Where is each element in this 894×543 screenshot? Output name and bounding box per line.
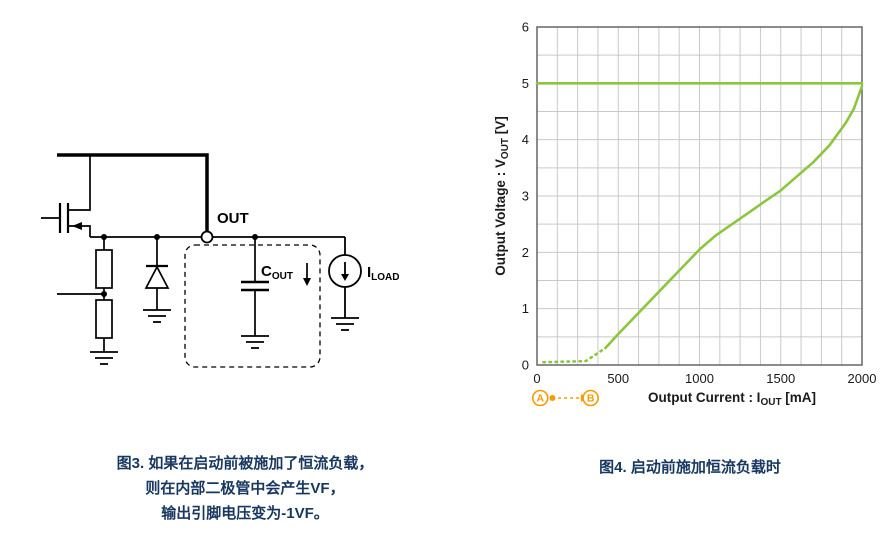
- circuit-svg: COUT ILOAD OUT: [41, 153, 400, 368]
- series-line-1: [604, 84, 864, 350]
- internal-diode: [144, 237, 170, 310]
- figure4-chart-area: Output Voltage : VOUT [V] Output Current…: [492, 8, 888, 448]
- dashed-highlight-box: [184, 244, 321, 368]
- ic-boundary: [57, 153, 209, 232]
- figure3-caption-line: 则在内部二极管中会产生VF，: [145, 480, 345, 497]
- junction-dot: [154, 234, 160, 240]
- mosfet-symbol: [41, 155, 91, 237]
- ground-symbol-diode: [143, 309, 171, 323]
- annotation-a-label: A: [536, 393, 544, 405]
- y-tick-label: 2: [522, 245, 529, 260]
- x-axis-title: Output Current : IOUT [mA]: [648, 390, 816, 408]
- y-tick-label: 5: [522, 76, 529, 91]
- series-line-2: [542, 346, 607, 364]
- figure3-caption: 图3. 如果在启动前被施加了恒流负载， 则在内部二极管中会产生VF， 输出引脚电…: [30, 451, 460, 526]
- ground-symbol-load: [331, 317, 359, 331]
- plot-border: [536, 26, 863, 366]
- figure3-caption-line: 输出引脚电压变为-1VF。: [161, 505, 329, 522]
- junction-dot: [101, 291, 107, 297]
- annotation-a-circle: [531, 389, 549, 407]
- figure4-caption: 图4. 启动前施加恒流负载时: [599, 459, 781, 476]
- y-axis-title: Output Voltage : VOUT [V]: [493, 116, 511, 276]
- annotation-dot: [549, 395, 556, 401]
- current-source: [328, 237, 362, 318]
- x-tick-label: 2000: [848, 371, 877, 386]
- x-tick-label: 0: [533, 371, 540, 386]
- ground-symbol-divider: [90, 351, 118, 365]
- y-tick-label: 4: [522, 132, 529, 147]
- discharge-arrow-icon: [303, 263, 311, 286]
- junction-dot: [101, 234, 107, 240]
- resistor-divider: [57, 237, 113, 352]
- x-tick-label: 1500: [766, 371, 795, 386]
- out-pin-label: OUT: [217, 210, 249, 227]
- output-capacitor: [241, 237, 269, 336]
- figure4-chart: Output Voltage : VOUT [V] Output Current…: [493, 20, 877, 409]
- out-pin-node: [200, 230, 214, 244]
- y-tick-label: 1: [522, 301, 529, 316]
- y-tick-label: 6: [522, 20, 529, 35]
- annotation-b-label: B: [587, 393, 595, 405]
- figure3-caption-line: 图3. 如果在启动前被施加了恒流负载，: [116, 455, 374, 472]
- junction-dot: [252, 234, 258, 240]
- x-tick-label: 1000: [685, 371, 714, 386]
- annotation-b-circle: [582, 389, 599, 407]
- cout-label: COUT: [261, 263, 293, 282]
- y-tick-label: 3: [522, 189, 529, 204]
- x-tick-label: 500: [607, 371, 629, 386]
- y-tick-label: 0: [522, 358, 529, 373]
- iload-label: ILOAD: [367, 264, 400, 283]
- ground-symbol-capacitor: [241, 335, 269, 349]
- figure3-circuit-diagram: COUT ILOAD OUT: [15, 70, 455, 400]
